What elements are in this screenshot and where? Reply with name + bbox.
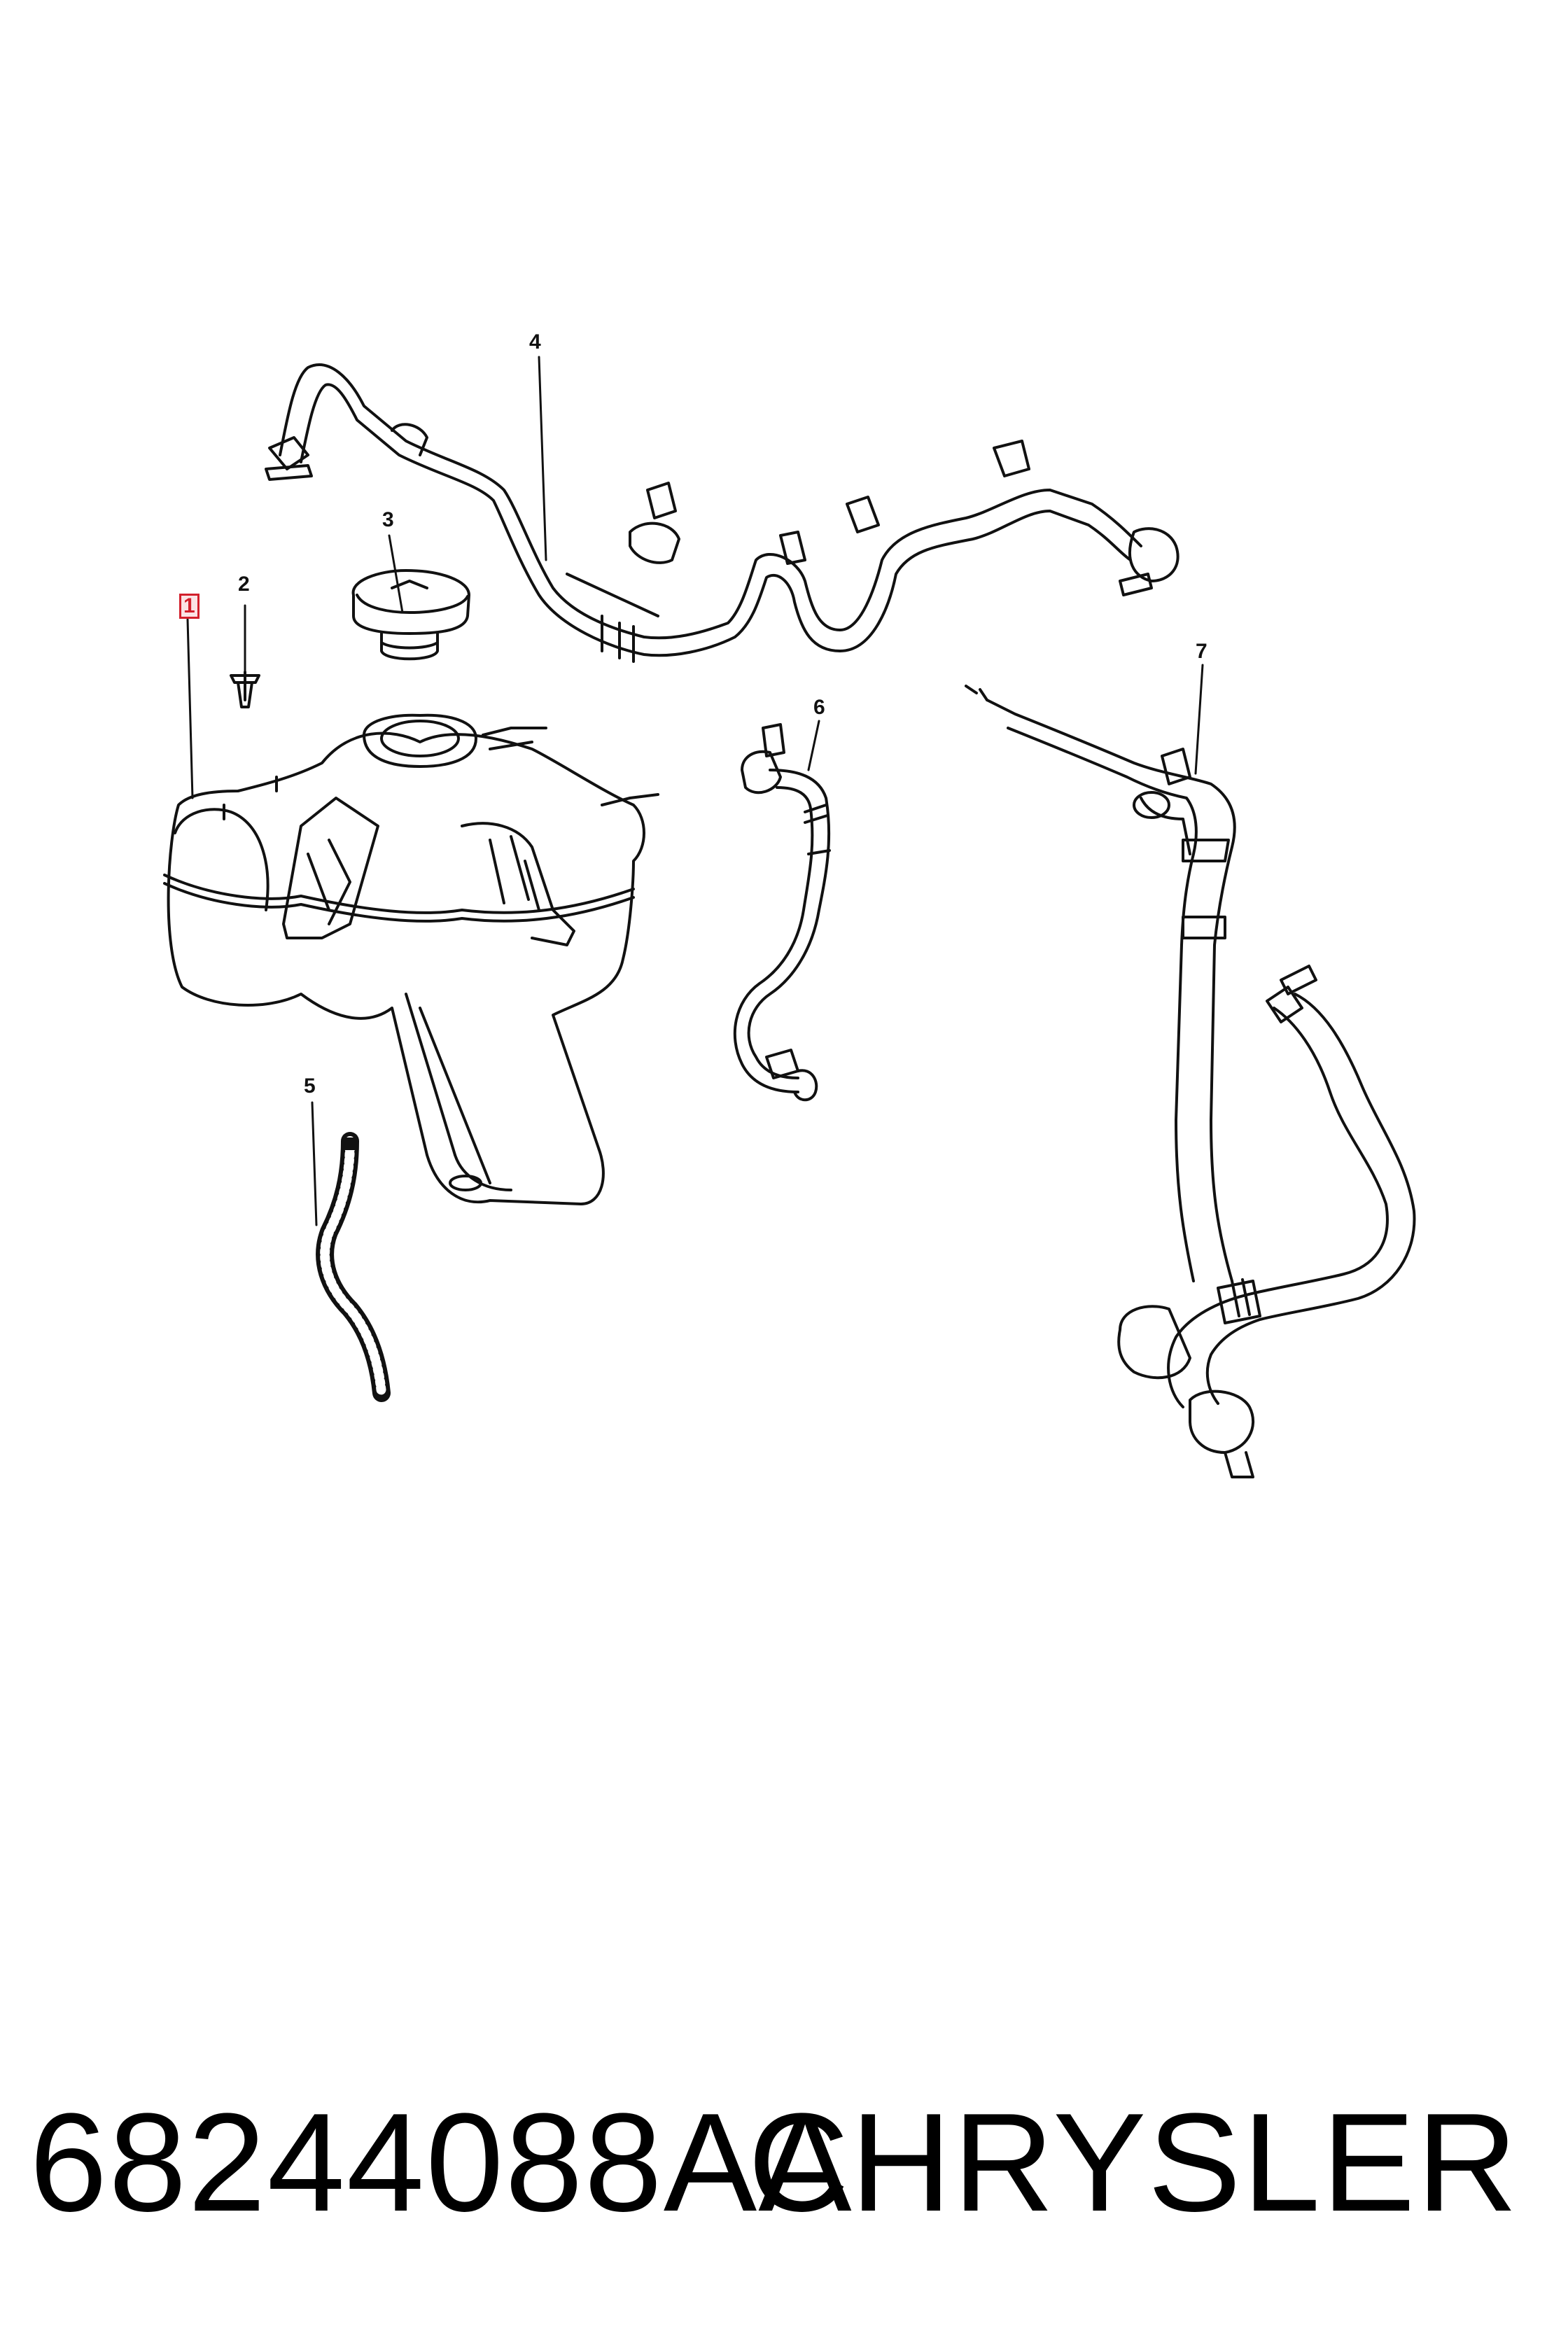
brand-name: CHRYSLER (748, 2085, 1519, 2241)
callout-2[interactable]: 2 (238, 573, 250, 596)
leader-lines (186, 356, 1204, 1226)
coolant-reservoir (163, 713, 659, 1205)
corrugated-drain-hose (316, 1132, 391, 1402)
callout-7[interactable]: 7 (1196, 640, 1208, 663)
callout-3[interactable]: 3 (382, 508, 394, 531)
overflow-hose-assembly (265, 363, 1180, 663)
heater-hose (733, 723, 831, 1102)
callout-6[interactable]: 6 (813, 696, 825, 719)
radiator-hose-assembly (965, 685, 1416, 1478)
callout-4[interactable]: 4 (529, 330, 541, 354)
callout-5[interactable]: 5 (304, 1074, 316, 1098)
push-pin-fastener (230, 671, 260, 708)
pressure-cap (351, 569, 470, 661)
part-number: 68244088AA (29, 2085, 853, 2241)
callout-1[interactable]: 1 (179, 594, 200, 619)
